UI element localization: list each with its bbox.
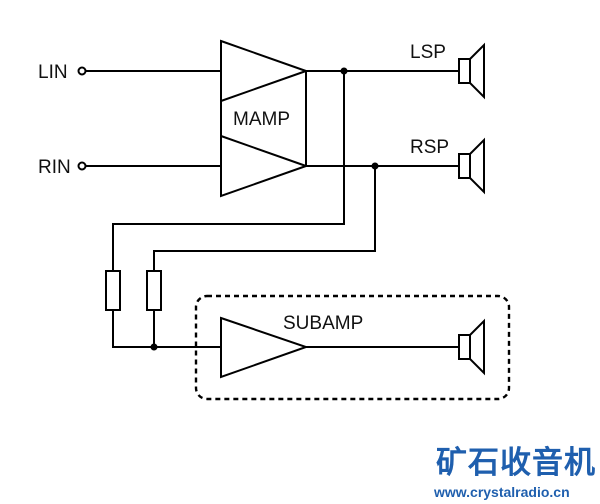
subamp-label: SUBAMP — [283, 313, 363, 334]
watermark-url: www.crystalradio.cn — [433, 484, 570, 500]
rsp-speaker-icon — [458, 137, 485, 195]
right-feed-wire — [153, 166, 376, 271]
mamp-label: MAMP — [233, 109, 290, 130]
subamp-amplifier — [220, 316, 310, 379]
mamp-lower-triangle-edge — [220, 135, 307, 167]
rin-terminal — [77, 161, 87, 171]
subamp-enclosure — [194, 294, 511, 401]
rin-label: RIN — [38, 157, 71, 178]
left-resistor — [105, 270, 121, 311]
mix-junction — [150, 343, 158, 351]
mix-wire — [112, 310, 221, 348]
watermark-name: 矿石收音机 — [436, 445, 596, 481]
lsp-speaker-icon — [458, 42, 485, 100]
lin-terminal — [77, 66, 87, 76]
left-feed-wire — [112, 71, 345, 271]
subwoofer-speaker-icon — [458, 318, 485, 376]
lin-label: LIN — [38, 62, 68, 83]
right-resistor — [146, 270, 162, 311]
rsp-label: RSP — [410, 137, 449, 158]
lsp-label: LSP — [410, 42, 446, 63]
mamp-upper-triangle-edge — [220, 70, 307, 102]
